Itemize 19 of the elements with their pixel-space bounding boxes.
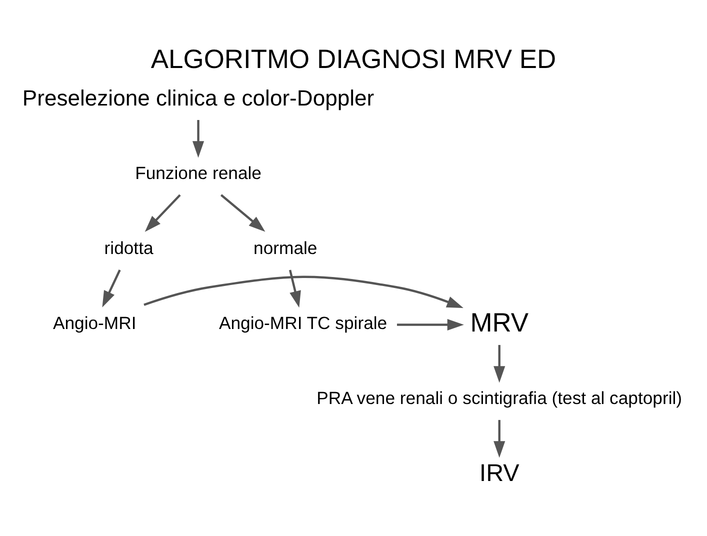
arrow xyxy=(288,269,301,308)
arrow xyxy=(220,194,266,232)
arrow xyxy=(144,194,181,232)
node-text: PRA vene renali o scintigrafia (test al captopril) xyxy=(316,387,682,408)
arrow xyxy=(144,275,464,308)
node-text: Funzione renale xyxy=(135,162,262,182)
node-text: Angio-MRI TC spirale xyxy=(218,312,388,332)
arrow xyxy=(102,269,121,307)
node-text: MRV xyxy=(470,307,529,338)
node-text: ridotta xyxy=(104,237,154,258)
arrow xyxy=(494,419,506,458)
node-text: Preselezione clinica e color-Doppler xyxy=(22,84,374,110)
diagram-title: ALGORITMO DIAGNOSI MRV ED xyxy=(150,44,556,74)
node-text: Angio-MRI xyxy=(52,312,136,332)
arrow xyxy=(396,318,464,330)
arrow xyxy=(192,119,204,158)
arrow xyxy=(494,344,506,382)
node-text: normale xyxy=(254,237,318,258)
node-text: IRV xyxy=(479,459,520,486)
